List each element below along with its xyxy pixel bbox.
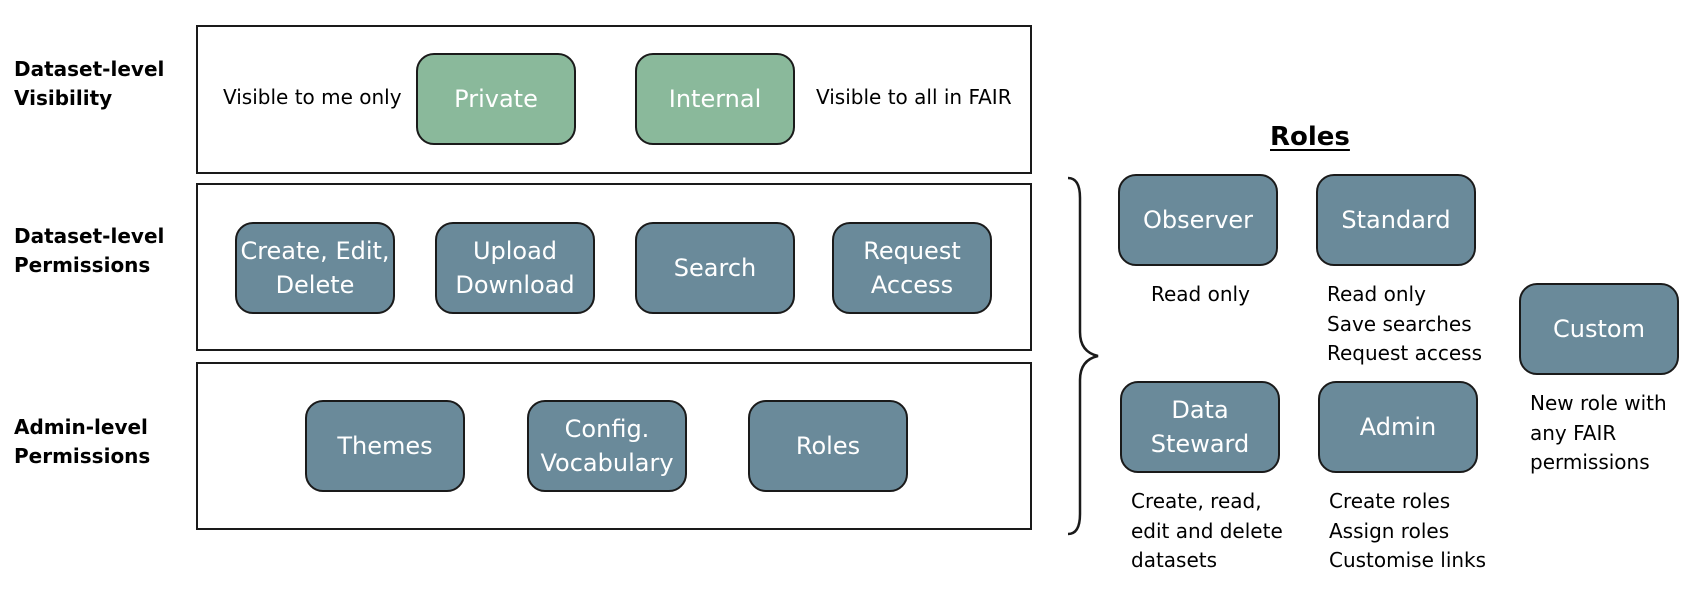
role-chip-observer: Observer	[1118, 174, 1278, 266]
internal-visibility-chip: Internal	[635, 53, 795, 145]
admin-chip-roles: Roles	[748, 400, 908, 492]
admin-chip-config-vocabulary: Config. Vocabulary	[527, 400, 687, 492]
roles-title: Roles	[1270, 122, 1350, 152]
role-admin-description: Create roles Assign roles Customise link…	[1329, 489, 1487, 572]
role-standard-description: Read only Save searches Request access	[1327, 282, 1482, 365]
role-chip-admin: Admin	[1318, 381, 1478, 473]
curly-brace-icon	[1067, 176, 1099, 536]
row-label-admin-permissions: Admin-level Permissions	[14, 415, 151, 468]
private-visibility-chip: Private	[416, 53, 576, 145]
permission-chip-create-edit-delete: Create, Edit, Delete	[235, 222, 395, 314]
role-chip-data-steward: Data Steward	[1120, 381, 1280, 473]
row-label-dataset-permissions: Dataset-level Permissions	[14, 224, 165, 277]
visibility-panel: Visible to me only Private Internal Visi…	[196, 25, 1032, 174]
internal-visibility-note: Visible to all in FAIR	[816, 85, 1012, 109]
role-observer-description: Read only	[1151, 282, 1250, 306]
permission-chip-request-access: Request Access	[832, 222, 992, 314]
permission-chip-search: Search	[635, 222, 795, 314]
private-visibility-note: Visible to me only	[223, 85, 402, 109]
row-label-dataset-visibility: Dataset-level Visibility	[14, 57, 165, 110]
role-chip-standard: Standard	[1316, 174, 1476, 266]
admin-permissions-panel: Themes Config. Vocabulary Roles	[196, 362, 1032, 530]
permission-chip-upload-download: Upload Download	[435, 222, 595, 314]
dataset-permissions-panel: Create, Edit, Delete Upload Download Sea…	[196, 183, 1032, 351]
role-chip-custom: Custom	[1519, 283, 1679, 375]
role-custom-description: New role with any FAIR permissions	[1530, 391, 1667, 474]
admin-chip-themes: Themes	[305, 400, 465, 492]
role-data-steward-description: Create, read, edit and delete datasets	[1131, 489, 1283, 572]
